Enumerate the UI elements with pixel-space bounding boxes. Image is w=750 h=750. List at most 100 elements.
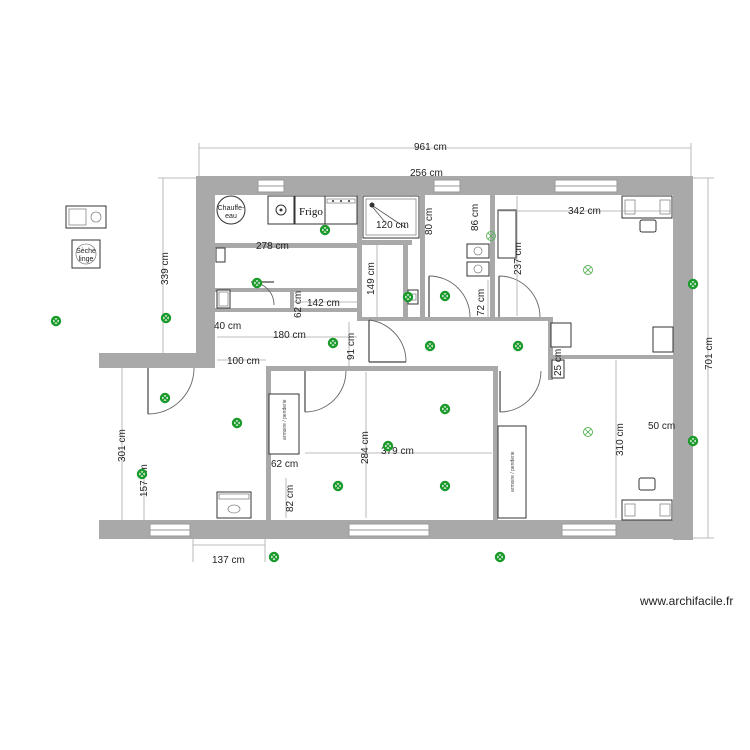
wall-kitchen-bath bbox=[357, 195, 362, 320]
wall-wc-left bbox=[403, 245, 408, 320]
light-fixture-icon bbox=[583, 265, 593, 275]
dim-339-group: 339 cm bbox=[158, 177, 197, 355]
dim-100: 100 cm bbox=[227, 356, 260, 367]
dim-237-group: 237 cm bbox=[513, 196, 524, 316]
wall-bath-middle bbox=[420, 195, 425, 320]
door-bathroom bbox=[428, 275, 471, 318]
wardrobe-bedroom2-label: armoire / penderie bbox=[510, 451, 516, 492]
wardrobe-living bbox=[268, 393, 300, 455]
dim-301-group: 301 cm bbox=[117, 367, 128, 520]
dim-278-group: 278 cm bbox=[215, 241, 357, 252]
fridge bbox=[294, 195, 326, 225]
dim-310: 310 cm bbox=[615, 423, 626, 456]
dim-137: 137 cm bbox=[212, 555, 245, 566]
wall-bedroom-split bbox=[548, 355, 673, 359]
dim-284-group: 284 cm bbox=[360, 372, 371, 518]
wall-cupboard-v bbox=[290, 288, 294, 308]
light-fixture-icon bbox=[583, 427, 593, 437]
light-fixture-icon bbox=[486, 231, 496, 241]
dim-342: 342 cm bbox=[568, 206, 601, 217]
interior-dimensions: 278 cm 120 cm 80 cm 86 cm 342 cm 237 cm … bbox=[139, 196, 675, 520]
dim-62-b: 62 cm bbox=[271, 459, 298, 470]
dim-701: 701 cm bbox=[704, 337, 715, 370]
dim-157: 157 cm bbox=[139, 464, 150, 497]
door-living bbox=[304, 370, 347, 413]
wall-shower-bottom bbox=[362, 240, 412, 245]
dim-72-group: 72 cm bbox=[476, 280, 489, 317]
dim-701-group: 701 cm bbox=[692, 177, 715, 539]
kitchen-small-unit bbox=[215, 247, 226, 263]
water-heater-label-1: Chauffe- bbox=[218, 205, 245, 212]
outlet-icon bbox=[231, 417, 243, 429]
wall-corridor-top bbox=[215, 308, 358, 312]
dim-100-group: 100 cm bbox=[217, 356, 266, 367]
closet-unit bbox=[550, 322, 572, 348]
dim-137-group: 137 cm bbox=[192, 538, 266, 566]
bedroom1-desk bbox=[652, 326, 674, 353]
dim-339: 339 cm bbox=[160, 252, 171, 285]
door-entry bbox=[147, 367, 195, 415]
bedroom1-wardrobe bbox=[497, 209, 517, 259]
outlet-icon bbox=[424, 340, 436, 352]
light-fixtures bbox=[486, 231, 593, 437]
outlet-icon bbox=[251, 277, 263, 289]
door-bedroom2 bbox=[499, 370, 542, 413]
water-heater bbox=[216, 195, 246, 225]
dim-82-group: 82 cm bbox=[285, 478, 296, 518]
dim-180-group: 180 cm bbox=[217, 330, 357, 341]
door-bedroom1 bbox=[498, 275, 541, 318]
wall-kitchen-lower bbox=[215, 243, 358, 248]
dryer-label-2: linge bbox=[79, 256, 94, 263]
dim-301: 301 cm bbox=[117, 429, 128, 462]
dim-40: 40 cm bbox=[214, 321, 241, 332]
overall-width-dimension: 961 cm bbox=[198, 142, 692, 176]
water-heater-label-2: eau bbox=[225, 213, 237, 220]
dim-149-group: 149 cm bbox=[366, 245, 378, 317]
dim-180: 180 cm bbox=[273, 330, 306, 341]
desk-chair-2 bbox=[638, 477, 656, 491]
dim-278: 278 cm bbox=[256, 241, 289, 252]
desk-chair-1 bbox=[639, 219, 657, 233]
wall-bath-right bbox=[490, 195, 495, 320]
outlet-icon bbox=[439, 480, 451, 492]
outlet-icon bbox=[439, 403, 451, 415]
dim-256: 256 cm bbox=[410, 168, 443, 179]
dim-961: 961 cm bbox=[414, 142, 447, 153]
dim-80: 80 cm bbox=[424, 208, 435, 235]
dim-82: 82 cm bbox=[285, 485, 296, 512]
dim-120: 120 cm bbox=[376, 220, 409, 231]
dim-379-group: 379 cm bbox=[305, 446, 492, 457]
wall-living-right bbox=[493, 366, 498, 520]
wardrobe-bedroom2 bbox=[497, 425, 527, 519]
dim-142: 142 cm bbox=[307, 298, 340, 309]
wall-closet-stub bbox=[548, 317, 553, 380]
windows bbox=[149, 179, 618, 537]
closet-small bbox=[551, 359, 565, 379]
dim-72: 72 cm bbox=[476, 289, 487, 316]
outlet-icon bbox=[402, 291, 414, 303]
wall-entry-top bbox=[99, 353, 215, 368]
wardrobe-living-label: armoire / penderie bbox=[282, 399, 288, 440]
outlet-icon bbox=[439, 290, 451, 302]
outlet-icon bbox=[494, 551, 506, 563]
dim-50: 50 cm bbox=[648, 421, 675, 432]
outlet-icon bbox=[268, 551, 280, 563]
dim-342-group: 342 cm bbox=[498, 206, 672, 217]
wall-corridor-bottom bbox=[266, 366, 498, 371]
outlet-icon bbox=[327, 337, 339, 349]
dim-91: 91 cm bbox=[346, 333, 357, 360]
outlet-icon bbox=[159, 392, 171, 404]
outlet-icon bbox=[136, 468, 148, 480]
outlet-icon bbox=[687, 435, 699, 447]
watermark: www.archifacile.fr bbox=[640, 594, 734, 608]
wall-cupboard bbox=[215, 288, 358, 292]
doors bbox=[147, 275, 542, 415]
outlet-icon bbox=[332, 480, 344, 492]
dim-149: 149 cm bbox=[366, 262, 377, 295]
outlet-icon bbox=[687, 278, 699, 290]
furniture: Chauffe- eau Frigo bbox=[65, 195, 674, 521]
outlet-icon bbox=[382, 440, 394, 452]
dryer-label-1: Sèche bbox=[76, 248, 96, 255]
door-wc bbox=[368, 319, 407, 363]
